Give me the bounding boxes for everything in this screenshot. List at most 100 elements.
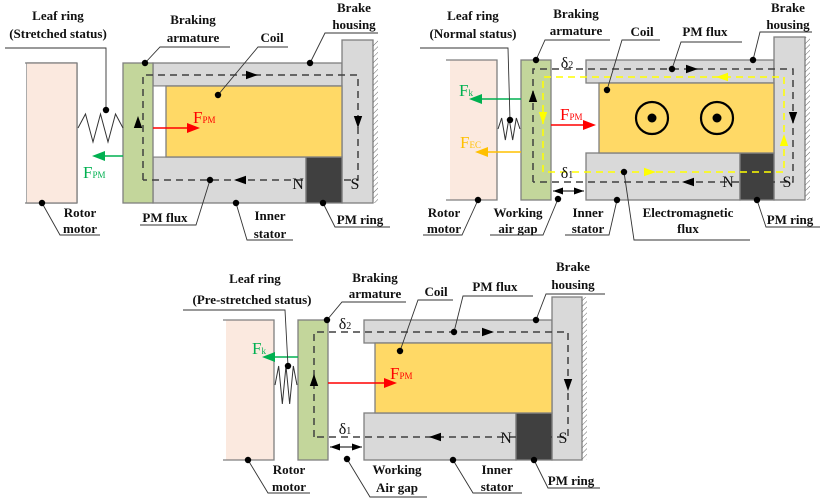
force-k-label-subscript: k (261, 346, 266, 356)
leader-inner-stator-dot (232, 199, 240, 207)
leader-brake-housing-line (752, 31, 812, 61)
label-pm-ring: PM ring (548, 473, 595, 488)
label-leaf-ring-status: (Normal status) (429, 26, 516, 41)
leader-braking-armature-line (144, 46, 230, 64)
pm-flux-arrow-right (788, 112, 798, 124)
leader-brake-housing-dot (306, 59, 314, 67)
leader-rotor-motor-dot (244, 456, 252, 464)
coil (374, 342, 553, 414)
em-flux-path (542, 76, 785, 173)
delta2-label: δ2 (339, 316, 352, 333)
force-pm-label-subscript: PM (399, 371, 412, 381)
leader-leaf-ring-dot (102, 106, 110, 114)
leaf-ring-spring (77, 112, 124, 144)
leader-working-air-gap-line (346, 458, 427, 498)
leader-pm-ring-dot (530, 456, 538, 464)
label-rotor-motor-1: Rotor (273, 462, 306, 477)
label-pm-flux: PM flux (682, 24, 728, 39)
leader-coil-dot (214, 91, 222, 99)
delta2-sub: 2 (568, 60, 573, 71)
south-pole-label: S (559, 430, 568, 447)
coil (598, 82, 775, 154)
pm-ring (739, 152, 775, 201)
leader-pm-flux-dot (450, 328, 458, 336)
label-inner-stator-2: stator (572, 221, 605, 236)
pm-flux-arrow-left (528, 90, 538, 102)
north-pole-label: N (722, 174, 734, 191)
delta1-sub: 1 (568, 170, 573, 181)
flux-arrow-left (309, 374, 319, 386)
pm-flux-arrow-top (686, 64, 698, 74)
em-flux-arrow-bottom (644, 167, 656, 177)
delta2-sub: 2 (346, 321, 351, 332)
force-pm-label-right: FPM (193, 108, 215, 127)
force-k-label-symbol: F (459, 81, 468, 100)
label-inner-stator-1: Inner (481, 462, 512, 477)
rotor-outline (446, 59, 498, 201)
leader-inner-stator-dot (613, 196, 621, 204)
braking-armature (297, 319, 329, 461)
rotor-fill (27, 63, 77, 203)
force-pm-label-right-subscript: PM (202, 115, 215, 125)
leader-brake-housing-dot (749, 56, 757, 64)
leader-pm-flux-line (140, 179, 211, 226)
leader-coil-dot (396, 347, 404, 355)
label-braking-armature-2: armature (349, 286, 402, 301)
label-leaf-ring: Leaf ring (229, 271, 281, 286)
delta1-label: δ1 (561, 165, 574, 182)
flux-arrow-bottom (234, 175, 246, 185)
coil (165, 85, 343, 158)
leader-brake-housing-line (535, 293, 605, 321)
label-leaf-ring-status: (Pre-stretched status) (192, 292, 311, 307)
leader-pm-ring-dot (753, 196, 761, 204)
leader-brake-housing-dot (532, 316, 540, 324)
label-em-flux-2: flux (677, 221, 699, 236)
leader-pm-flux-line (671, 41, 742, 70)
leader-rotor-motor-line (41, 202, 100, 236)
leader-rotor-motor-dot (474, 196, 482, 204)
inner-stator (585, 152, 741, 201)
force-pm-label-left-symbol: F (83, 163, 92, 182)
em-flux-arrow-left (538, 112, 548, 124)
pm-flux-path (142, 74, 359, 181)
leader-em-flux-line (623, 171, 750, 241)
label-brake-housing-1: Brake (337, 0, 371, 15)
force-pm-label-right-symbol: F (193, 108, 202, 127)
housing-vertical (551, 296, 583, 461)
leader-leaf-ring-line (420, 47, 511, 121)
braking-armature (122, 62, 154, 204)
flux-arrow-top (246, 70, 258, 80)
label-braking-armature-2: armature (550, 23, 603, 38)
label-working-air-gap-1: Working (493, 205, 543, 220)
pm-flux-arrow-bottom (682, 177, 694, 187)
label-rotor-motor-2: motor (272, 479, 306, 494)
label-pm-ring: PM ring (767, 212, 814, 227)
ground-hatch (805, 37, 810, 200)
label-pm-flux: PM flux (142, 210, 188, 225)
leader-inner-stator-line (452, 459, 522, 494)
label-pm-ring: PM ring (337, 212, 384, 227)
leader-leaf-ring-dot (506, 116, 514, 124)
pm-flux-path (532, 68, 794, 183)
label-inner-stator-1: Inner (254, 208, 285, 223)
leader-pm-ring-line (322, 202, 390, 228)
force-pm-right-head (187, 123, 200, 133)
gap-arrow-right (352, 443, 362, 451)
north-pole-label: N (500, 430, 512, 447)
label-em-flux-1: Electromagnetic (643, 205, 734, 220)
label-leaf-ring: Leaf ring (32, 8, 84, 23)
leader-inner-stator-line (235, 202, 293, 241)
force-k-label-subscript: k (468, 88, 473, 98)
gap (152, 85, 167, 158)
force-ec-label: FEC (460, 133, 481, 152)
label-braking-armature-1: Braking (553, 6, 599, 21)
force-pm-label-symbol: F (560, 105, 569, 124)
delta1-sub: 1 (346, 426, 351, 437)
label-braking-armature-1: Braking (170, 12, 216, 27)
current-dot-1 (647, 113, 657, 123)
leader-pm-flux-dot (206, 176, 214, 184)
leader-coil-line (399, 299, 453, 352)
